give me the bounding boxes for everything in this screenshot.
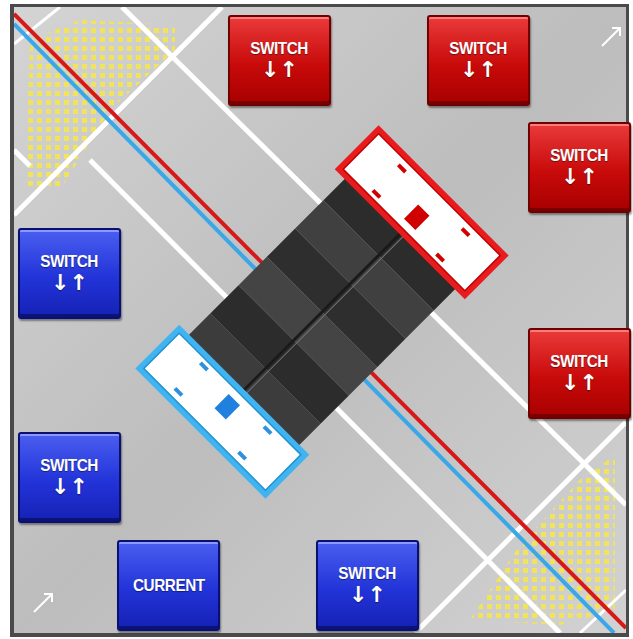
swap-arrows: ↓↑ bbox=[51, 271, 88, 294]
swap-arrows: ↓↑ bbox=[349, 583, 386, 606]
field-floor bbox=[14, 7, 626, 633]
button-label: CURRENT bbox=[133, 577, 205, 595]
button-label: SWITCH bbox=[551, 147, 609, 165]
current-button: CURRENT bbox=[117, 540, 220, 631]
swap-arrows: ↓↑ bbox=[561, 371, 598, 394]
switch-button: SWITCH↓↑ bbox=[427, 15, 530, 106]
swap-arrows: ↓↑ bbox=[51, 475, 88, 498]
swap-arrows: ↓↑ bbox=[261, 58, 298, 81]
switch-button: SWITCH↓↑ bbox=[316, 540, 419, 631]
button-label: SWITCH bbox=[339, 565, 397, 583]
switch-button: SWITCH↓↑ bbox=[228, 15, 331, 106]
button-label: SWITCH bbox=[251, 40, 309, 58]
button-label: SWITCH bbox=[450, 40, 508, 58]
switch-button: SWITCH↓↑ bbox=[528, 328, 631, 419]
dot-cluster bbox=[470, 455, 615, 625]
switch-button: SWITCH↓↑ bbox=[18, 228, 121, 319]
swap-arrows: ↓↑ bbox=[561, 165, 598, 188]
button-label: SWITCH bbox=[41, 253, 99, 271]
switch-button: SWITCH↓↑ bbox=[18, 432, 121, 523]
central-platform bbox=[135, 125, 508, 498]
switch-button: SWITCH↓↑ bbox=[528, 122, 631, 213]
button-label: SWITCH bbox=[551, 353, 609, 371]
button-label: SWITCH bbox=[41, 457, 99, 475]
swap-arrows: ↓↑ bbox=[460, 58, 497, 81]
